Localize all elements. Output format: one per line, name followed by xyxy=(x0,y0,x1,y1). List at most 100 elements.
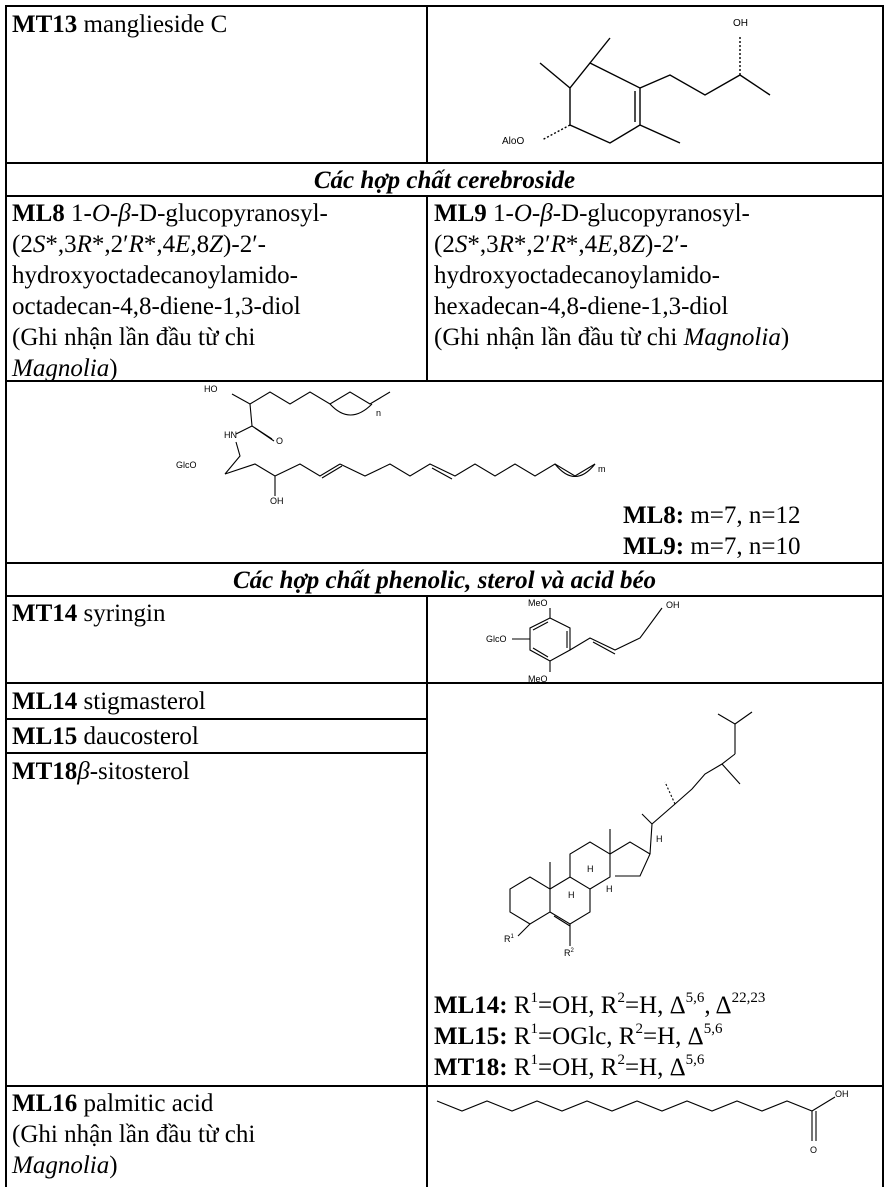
structure-palmitic-acid: OH O xyxy=(436,1089,849,1155)
text: *,2′ xyxy=(91,231,129,258)
h-label: H xyxy=(568,890,575,900)
beta-symbol: β xyxy=(540,200,553,227)
compound-mt13: MT13 manglieside C xyxy=(12,9,227,40)
compound-code: MT13 xyxy=(12,11,78,38)
beta-symbol: β xyxy=(77,758,90,785)
superscript: 2 xyxy=(617,1051,625,1068)
compound-code: ML9 xyxy=(434,200,487,227)
formula-label: ML9: xyxy=(623,533,685,560)
ml8-note-genus: Magnolia) xyxy=(12,353,424,384)
o-label: O xyxy=(810,1145,817,1155)
formula-value: m=7, n=12 xyxy=(690,502,801,529)
ho-label: HO xyxy=(204,384,218,394)
text: ,8 xyxy=(612,231,632,258)
column-divider xyxy=(426,596,428,1187)
text: S xyxy=(454,231,468,258)
n-label: n xyxy=(376,408,381,418)
text: (Ghi nhận lần đầu từ chi xyxy=(434,324,678,351)
text: 1- xyxy=(493,200,514,227)
text: ) xyxy=(780,324,790,351)
text: (2 xyxy=(434,231,455,258)
sterol-r-ml14: ML14: R1=OH, R2=H, Δ5,6, Δ22,23 xyxy=(434,990,765,1021)
row-divider xyxy=(5,1085,884,1087)
ml9-note: (Ghi nhận lần đầu từ chi Magnolia) xyxy=(434,322,882,353)
genus-name: Magnolia xyxy=(683,324,781,351)
compound-code: MT18 xyxy=(12,758,78,785)
h-label: H xyxy=(606,884,613,894)
formula-label: ML8: xyxy=(623,502,685,529)
ml9-line-4: hexadecan-4,8-diene-1,3-diol xyxy=(434,293,729,320)
compound-name: stigmasterol xyxy=(83,688,206,715)
text: )-2′- xyxy=(223,231,266,258)
h-label: H xyxy=(656,834,663,844)
glco-label: GlcO xyxy=(176,460,197,470)
h-label: H xyxy=(587,864,594,874)
text: R xyxy=(128,231,144,258)
formula-label: MT18: xyxy=(434,1054,508,1081)
text: =H, Δ xyxy=(642,1023,704,1050)
section-heading-cerebroside: Các hợp chất cerebroside xyxy=(313,167,576,194)
superscript: 1 xyxy=(530,1051,539,1068)
compound-mt18: MT18β-sitosterol xyxy=(12,756,190,787)
text: =OH, R xyxy=(538,1054,618,1081)
formula-label: ML14: xyxy=(434,992,508,1019)
oh-label: OH xyxy=(270,496,284,506)
aloo-label: AloO xyxy=(502,136,524,147)
ml16-note: (Ghi nhận lần đầu từ chi xyxy=(12,1121,256,1148)
compound-ml16: ML16 palmitic acid (Ghi nhận lần đầu từ … xyxy=(12,1088,424,1181)
text: R xyxy=(513,992,531,1019)
formula-value: m=7, n=10 xyxy=(690,533,801,560)
compound-code: ML8 xyxy=(12,200,65,227)
compound-code: ML14 xyxy=(12,688,78,715)
compound-name: daucosterol xyxy=(83,723,199,750)
genus-name: Magnolia xyxy=(12,355,110,382)
table-border-top xyxy=(5,5,884,7)
compound-name: palmitic acid xyxy=(83,1090,214,1117)
sterol-r-ml15: ML15: R1=OGlc, R2=H, Δ5,6 xyxy=(434,1021,722,1052)
section-heading-phenolic: Các hợp chất phenolic, sterol và acid bé… xyxy=(232,567,657,594)
ml9-line-3: hydroxyoctadecanoylamido- xyxy=(434,262,721,289)
r1-label: R1 xyxy=(504,934,515,944)
compound-ml15: ML15 daucosterol xyxy=(12,721,199,752)
oh-label: OH xyxy=(733,18,748,29)
text: - xyxy=(531,200,541,227)
row-divider xyxy=(5,682,884,684)
compound-name: -sitosterol xyxy=(89,758,190,785)
text: ) xyxy=(109,1152,118,1179)
ml8-line-1: ML8 1-O-β-D-glucopyranosyl- xyxy=(12,198,424,229)
beta-symbol: β xyxy=(118,200,131,227)
column-divider xyxy=(426,196,428,381)
ml16-line-1: ML16 palmitic acid xyxy=(12,1088,424,1119)
superscript: 2 xyxy=(617,989,625,1006)
text: ) xyxy=(109,355,118,382)
ml8-note: (Ghi nhận lần đầu từ chi xyxy=(12,324,256,351)
r2-label: R2 xyxy=(564,948,575,958)
compound-name: syringin xyxy=(83,600,166,627)
text: Z xyxy=(631,231,646,258)
text: )-2′- xyxy=(645,231,688,258)
text: (2 xyxy=(12,231,33,258)
compound-mt14: MT14 syringin xyxy=(12,598,165,629)
sterol-r-mt18: MT18: R1=OH, R2=H, Δ5,6 xyxy=(434,1052,704,1083)
text: *,4 xyxy=(143,231,176,258)
text: O xyxy=(513,200,532,227)
m-label: m xyxy=(598,464,606,474)
superscript: 22,23 xyxy=(731,989,766,1006)
formula-label: ML15: xyxy=(434,1023,508,1050)
text: -D-glucopyranosyl- xyxy=(552,200,750,227)
superscript: 5,6 xyxy=(703,1020,723,1037)
text: ,8 xyxy=(190,231,210,258)
text: -D-glucopyranosyl- xyxy=(130,200,328,227)
text: =H, Δ xyxy=(624,1054,686,1081)
hn-label: HN xyxy=(224,430,237,440)
superscript: 1 xyxy=(530,989,539,1006)
text: *,3 xyxy=(45,231,77,258)
genus-name: Magnolia xyxy=(12,1152,110,1179)
row-divider xyxy=(5,562,884,564)
row-divider xyxy=(5,380,884,382)
text: R xyxy=(513,1023,531,1050)
ml8-line-4: octadecan-4,8-diene-1,3-diol xyxy=(12,293,301,320)
structure-sterol: H H H H R1 R2 xyxy=(504,711,753,958)
column-divider xyxy=(426,5,428,163)
row-divider xyxy=(5,195,884,197)
